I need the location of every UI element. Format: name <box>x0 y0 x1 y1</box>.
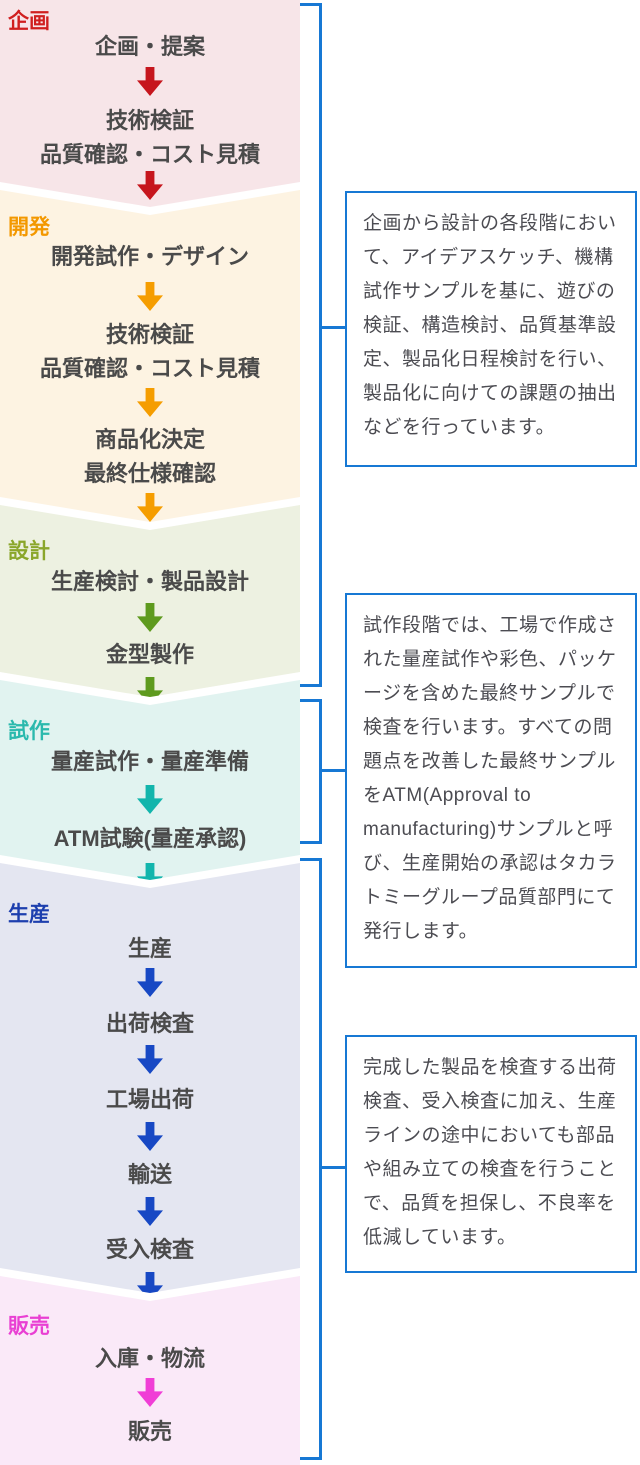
stage-label: 販売 <box>8 1315 50 1338</box>
arrow-down-icon <box>137 1272 163 1301</box>
flow-step: 技術検証 品質確認・コスト見積 <box>39 108 260 167</box>
flow-step: 輸送 <box>127 1162 172 1187</box>
stage-kikaku: 企画 企画・提案技術検証 品質確認・コスト見積 <box>0 0 300 207</box>
bracket-connector-line <box>319 1166 345 1169</box>
arrow-down-icon <box>137 1197 163 1226</box>
flow-step: 量産試作・量産準備 <box>50 749 249 774</box>
stage-kaihatsu: 開発 開発試作・デザイン技術検証 品質確認・コスト見積商品化決定 最終仕様確認 <box>0 190 300 522</box>
arrow-down-icon <box>137 388 163 417</box>
stage-sekkei: 設計 生産検討・製品設計金型製作 <box>0 505 300 697</box>
arrow-down-icon <box>137 968 163 997</box>
description-box-prototype: 試作段階では、工場で作成された量産試作や彩色、パッケージを含めた最終サンプルで検… <box>345 593 637 968</box>
flow-step: 工場出荷 <box>105 1087 194 1112</box>
flow-step: 金型製作 <box>105 642 194 667</box>
arrow-down-icon <box>137 677 163 706</box>
flow-step: 企画・提案 <box>94 34 205 59</box>
stage-label: 試作 <box>8 720 50 743</box>
stage-hanbai: 販売 入庫・物流販売 <box>0 1276 300 1465</box>
stage-label: 企画 <box>8 10 50 33</box>
bracket-connector-line <box>319 769 345 772</box>
arrow-down-icon <box>137 603 163 632</box>
stage-label: 設計 <box>8 540 50 563</box>
arrow-down-icon <box>137 1122 163 1151</box>
description-box-planning: 企画から設計の各段階において、アイデアスケッチ、機構試作サンプルを基に、遊びの検… <box>345 191 637 467</box>
stage-label: 生産 <box>8 903 50 926</box>
bracket-production-sales <box>300 858 322 1460</box>
flow-step: 生産検討・製品設計 <box>50 569 249 594</box>
description-box-production: 完成した製品を検査する出荷検査、受入検査に加え、生産ラインの途中においても部品や… <box>345 1035 637 1273</box>
arrow-down-icon <box>137 67 163 96</box>
bracket-connector-line <box>319 326 345 329</box>
arrow-down-icon <box>137 785 163 814</box>
bracket-planning-to-design <box>300 3 322 687</box>
flow-step: ATM試験(量産承認) <box>53 826 247 851</box>
flow-step: 技術検証 品質確認・コスト見積 <box>39 322 260 381</box>
flow-step: 生産 <box>127 936 172 961</box>
stage-label: 開発 <box>8 216 50 239</box>
arrow-down-icon <box>137 1378 163 1407</box>
flow-step: 商品化決定 最終仕様確認 <box>83 427 216 486</box>
flow-step: 受入検査 <box>105 1237 194 1262</box>
stage-seisan: 生産 生産出荷検査工場出荷輸送受入検査 <box>0 863 300 1293</box>
flow-step: 入庫・物流 <box>94 1346 205 1371</box>
arrow-down-icon <box>137 493 163 522</box>
flow-step: 出荷検査 <box>105 1011 194 1036</box>
flow-step: 開発試作・デザイン <box>50 244 249 269</box>
stage-shisaku: 試作 量産試作・量産準備 ATM試験(量産承認) <box>0 680 300 880</box>
arrow-down-icon <box>137 171 163 200</box>
flow-step: 販売 <box>127 1419 172 1444</box>
arrow-down-icon <box>137 282 163 311</box>
arrow-down-icon <box>137 1045 163 1074</box>
